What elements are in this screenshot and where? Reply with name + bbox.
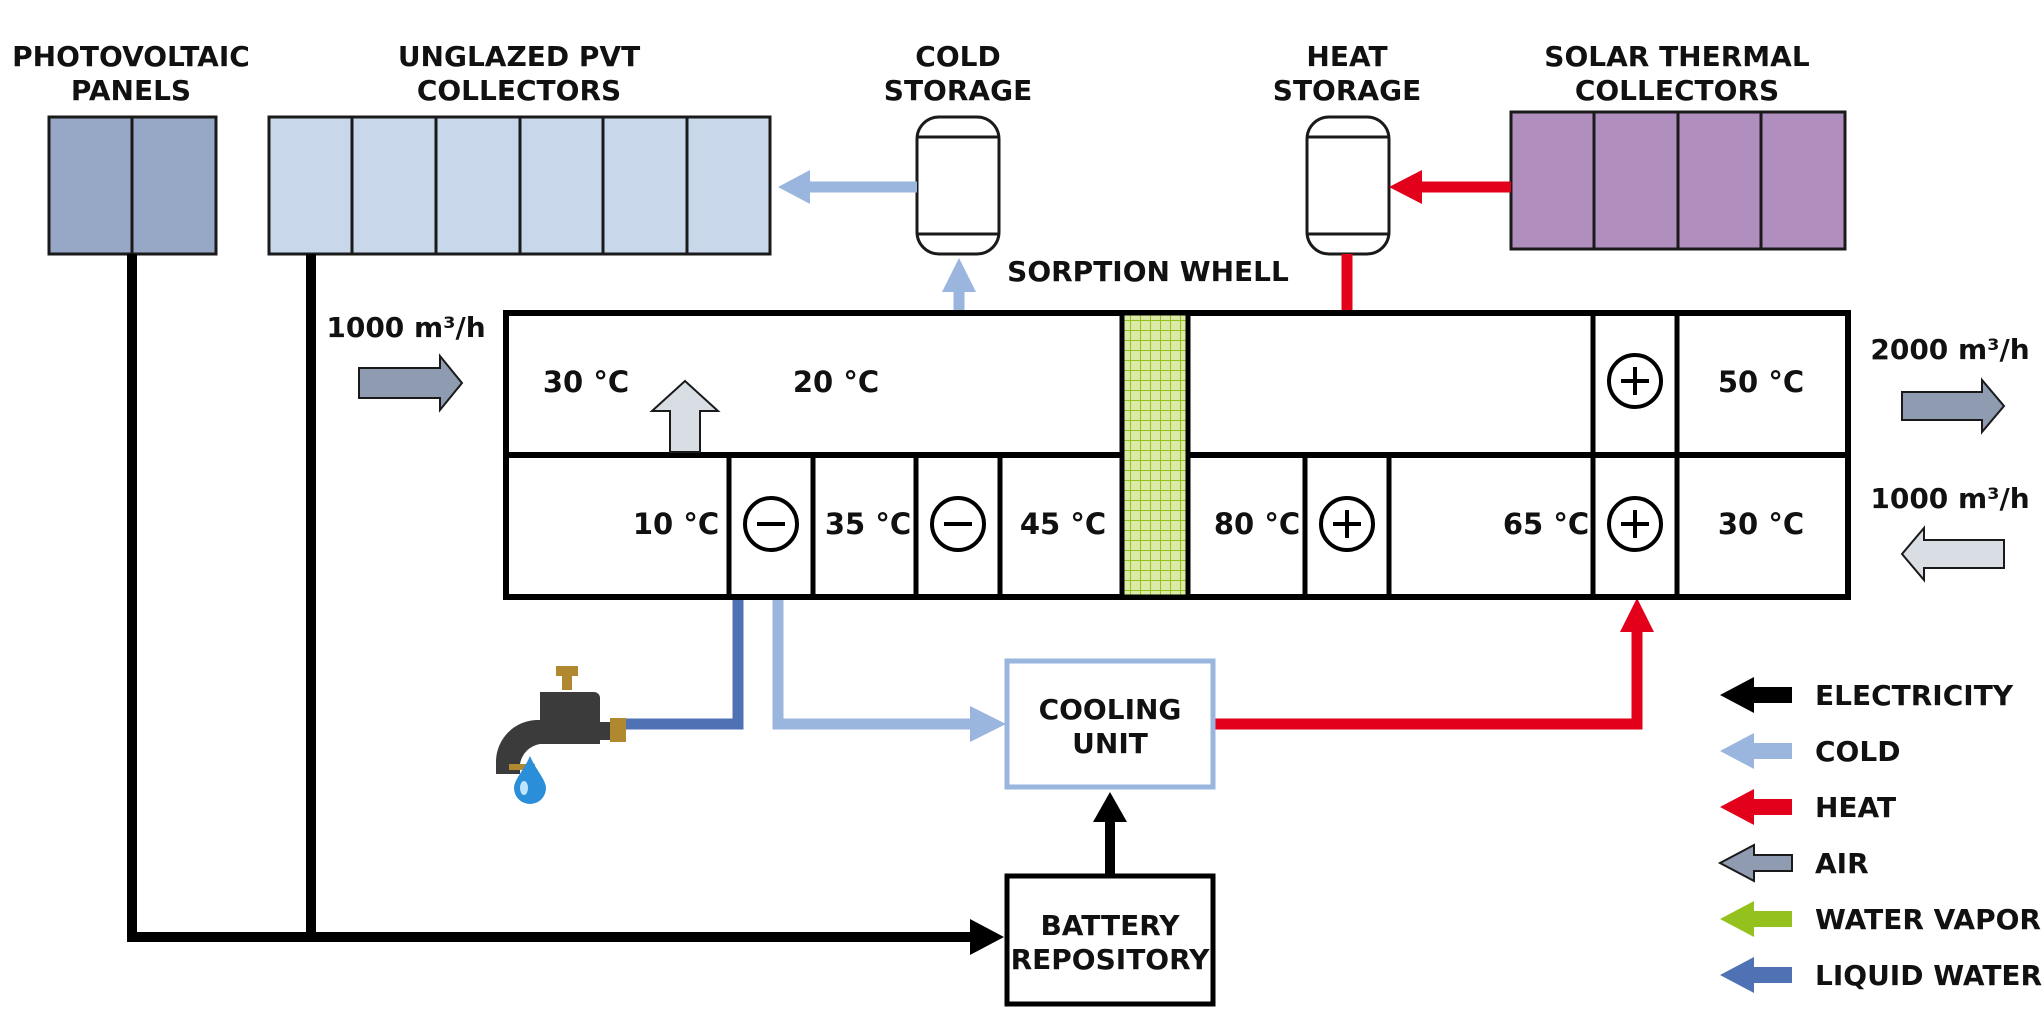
solar-thermal-label-line2: COLLECTORS — [1575, 74, 1779, 107]
sorption-wheel-water-vapor — [1119, 310, 1191, 600]
legend: ELECTRICITY COLD HEAT AIR WATER VAPOR LIQUID … — [1717, 677, 2042, 993]
heat-arrowhead-heater — [1620, 598, 1654, 632]
electricity-arrowhead-cooling — [1093, 792, 1127, 822]
legend-arrow-icon — [1717, 843, 1793, 883]
cold-arrowhead-cooling — [970, 706, 1006, 742]
air-inlet-right-arrow — [1900, 525, 2005, 583]
legend-item: ELECTRICITY — [1720, 677, 2014, 713]
air-inlet-left-arrow — [358, 353, 464, 413]
heat-storage-label-line1: HEAT — [1306, 40, 1387, 73]
unglazed-pvt-collectors — [267, 115, 772, 256]
electricity-arrowhead-battery — [970, 919, 1004, 955]
cold-storage-label-line2: STORAGE — [884, 74, 1032, 107]
photovoltaic-panels — [47, 115, 218, 256]
air-inlet-left-flow: 1000 m³/h — [326, 311, 485, 344]
temp-bottom-45: 45 °C — [1020, 507, 1106, 541]
cold-arrowhead-storage — [942, 258, 976, 292]
legend-label: ELECTRICITY — [1815, 679, 2014, 712]
legend-arrow-icon — [1720, 957, 1792, 993]
legend-arrow-icon — [1720, 677, 1792, 713]
legend-item: LIQUID WATER — [1720, 957, 2042, 993]
battery-repository-box — [1004, 873, 1216, 1007]
battery-label-line1: BATTERY — [1040, 909, 1180, 942]
plus-circle-icon — [1319, 496, 1375, 552]
plus-circle-icon — [1607, 353, 1663, 409]
legend-label: AIR — [1815, 847, 1869, 880]
cold-storage-tank — [915, 115, 1001, 256]
sorption-wheel-label: SORPTION WHELL — [1007, 255, 1289, 288]
cold-storage-label-line1: COLD — [915, 40, 1000, 73]
water-tap-icon — [496, 666, 626, 774]
cold-arrowhead-pvt — [778, 170, 810, 204]
heat-storage-tank — [1305, 115, 1391, 256]
legend-item: AIR — [1717, 843, 1869, 883]
temp-bottom-10: 10 °C — [633, 507, 719, 541]
legend-arrow-icon — [1720, 901, 1792, 937]
legend-arrow-icon — [1720, 789, 1792, 825]
legend-item: WATER VAPOR — [1720, 901, 2041, 937]
legend-item: HEAT — [1720, 789, 1896, 825]
minus-circle-icon — [743, 496, 799, 552]
temp-bottom-65: 65 °C — [1503, 507, 1589, 541]
temp-bottom-80: 80 °C — [1214, 507, 1300, 541]
pvt-label-line1: UNGLAZED PVT — [398, 40, 640, 73]
legend-label: COLD — [1815, 735, 1900, 768]
cooling-unit-box — [1004, 658, 1216, 790]
air-inlet-right-flow: 1000 m³/h — [1870, 482, 2029, 515]
battery-label-line2: REPOSITORY — [1011, 943, 1211, 976]
plus-circle-icon — [1607, 496, 1663, 552]
heat-storage-label-line2: STORAGE — [1273, 74, 1421, 107]
solar-thermal-label-line1: SOLAR THERMAL — [1544, 40, 1810, 73]
legend-label: WATER VAPOR — [1815, 903, 2041, 936]
legend-label: LIQUID WATER — [1815, 959, 2042, 992]
temp-bottom-30: 30 °C — [1718, 507, 1804, 541]
water-drop-highlight — [520, 781, 528, 795]
air-outlet-right-flow: 2000 m³/h — [1870, 333, 2029, 366]
temp-top-50: 50 °C — [1718, 365, 1804, 399]
liquid-water-line — [624, 597, 744, 730]
cooling-unit-label-line1: COOLING — [1039, 693, 1182, 726]
air-outlet-right-arrow — [1901, 377, 2006, 435]
temp-top-30: 30 °C — [543, 365, 629, 399]
photovoltaic-label-line1: PHOTOVOLTAIC — [12, 40, 250, 73]
legend-label: HEAT — [1815, 791, 1896, 824]
minus-circle-icon — [930, 496, 986, 552]
cooling-unit-label-line2: UNIT — [1072, 727, 1148, 760]
air-up-arrow — [649, 379, 721, 453]
pvt-label-line2: COLLECTORS — [417, 74, 621, 107]
legend-arrow-icon — [1720, 733, 1792, 769]
photovoltaic-label-line2: PANELS — [71, 74, 191, 107]
temp-bottom-35: 35 °C — [825, 507, 911, 541]
temp-top-20: 20 °C — [793, 365, 879, 399]
solar-thermal-collectors — [1509, 110, 1847, 251]
electricity-lines — [127, 254, 1115, 942]
heat-arrowhead-storage — [1389, 170, 1422, 204]
legend-item: COLD — [1720, 733, 1900, 769]
